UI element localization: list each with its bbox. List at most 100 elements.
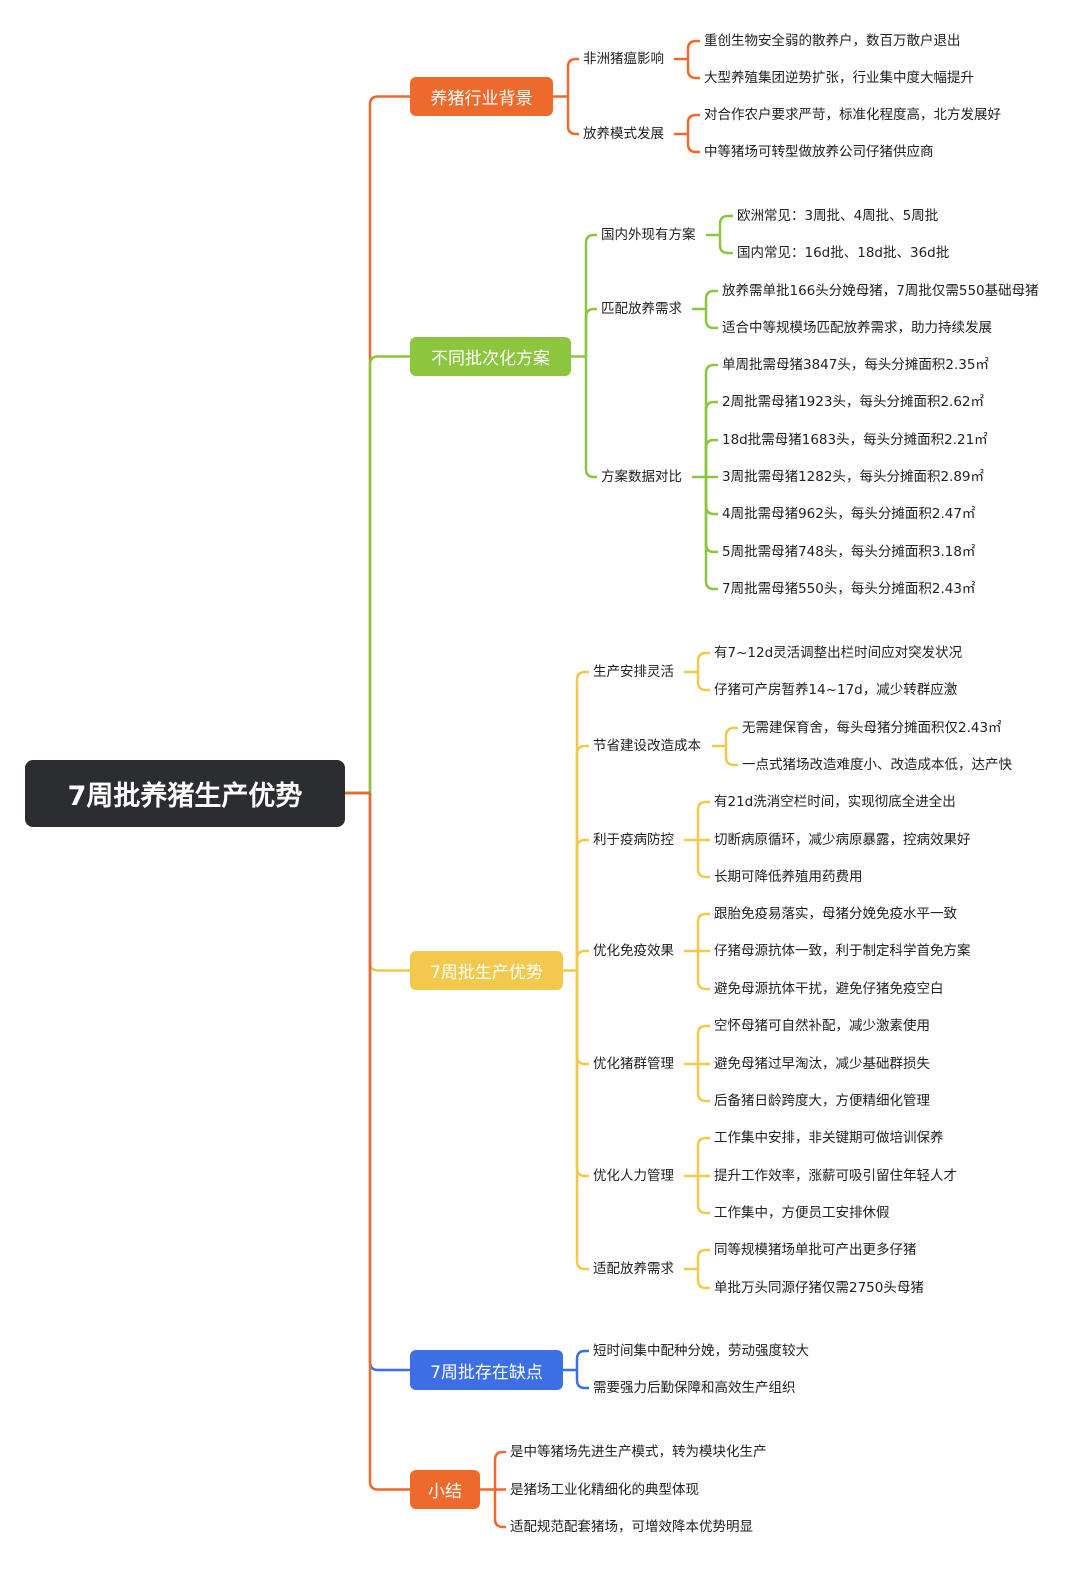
- leaf-connector: [696, 651, 710, 672]
- leaf-topic[interactable]: 空怀母猪可自然补配，减少激素使用: [714, 1018, 930, 1034]
- leaf-connector: [686, 134, 700, 154]
- subtopic-connector: [575, 1349, 589, 1370]
- main-topic[interactable]: 小结: [410, 1470, 480, 1509]
- subtopic-connector: [575, 970, 589, 1066]
- subtopic[interactable]: 是中等猪场先进生产模式，转为模块化生产: [510, 1444, 767, 1460]
- leaf-topic[interactable]: 大型养殖集团逆势扩张，行业集中度大幅提升: [704, 70, 974, 86]
- subtopic-connector: [575, 970, 589, 1178]
- subtopic[interactable]: 生产安排灵活: [593, 664, 674, 680]
- subtopic-connector: [584, 356, 597, 479]
- leaf-connector: [696, 1024, 710, 1064]
- leaf-topic[interactable]: 重创生物安全弱的散养户，数百万散户退出: [704, 33, 961, 49]
- leaf-connector: [724, 746, 738, 767]
- main-topic[interactable]: 7周批存在缺点: [410, 1350, 563, 1390]
- subtopic[interactable]: 匹配放养需求: [601, 301, 682, 317]
- subtopic-connector: [575, 970, 589, 1271]
- leaf-connector: [718, 214, 733, 235]
- subtopic-connector: [584, 307, 597, 357]
- leaf-connector: [696, 1064, 710, 1103]
- leaf-topic[interactable]: 切断病原循环，减少病原暴露，控病效果好: [714, 832, 971, 848]
- leaf-topic[interactable]: 避免母猪过早淘汰，减少基础群损失: [714, 1056, 930, 1072]
- leaf-topic[interactable]: 3周批需母猪1282头，每头分摊面积2.89㎡: [722, 469, 985, 485]
- leaf-connector: [696, 1269, 710, 1290]
- subtopic-connector: [566, 96, 579, 136]
- branch-connector: [368, 95, 410, 793]
- leaf-topic[interactable]: 4周批需母猪962头，每头分摊面积2.47㎡: [722, 506, 976, 522]
- leaf-topic[interactable]: 国内常见：16d批、18d批、36d批: [737, 245, 950, 261]
- leaf-topic[interactable]: 单周批需母猪3847头，每头分摊面积2.35㎡: [722, 357, 989, 373]
- subtopic[interactable]: 利于疫病防控: [593, 832, 674, 848]
- subtopic-connector: [575, 670, 589, 971]
- subtopic[interactable]: 短时间集中配种分娩，劳动强度较大: [593, 1343, 809, 1359]
- leaf-topic[interactable]: 仔猪可产房暂养14~17d，减少转群应激: [714, 682, 958, 698]
- leaf-connector: [696, 672, 710, 692]
- leaf-topic[interactable]: 工作集中，方便员工安排休假: [714, 1205, 890, 1221]
- leaf-connector: [704, 363, 718, 477]
- subtopic-connector: [584, 233, 597, 357]
- leaf-connector: [696, 912, 710, 951]
- subtopic[interactable]: 优化人力管理: [593, 1168, 674, 1184]
- leaf-topic[interactable]: 放养需单批166头分娩母猪，7周批仅需550基础母猪: [722, 283, 1039, 299]
- branch-connector: [368, 793, 410, 1372]
- branch-connector: [368, 355, 410, 793]
- leaf-connector: [696, 800, 710, 840]
- subtopic[interactable]: 优化免疫效果: [593, 943, 674, 959]
- subtopic[interactable]: 国内外现有方案: [601, 227, 696, 243]
- leaf-connector: [686, 113, 700, 134]
- main-topic[interactable]: 养猪行业背景: [410, 77, 553, 116]
- branch-connector: [368, 793, 410, 972]
- leaf-topic[interactable]: 后备猪日龄跨度大，方便精细化管理: [714, 1093, 930, 1109]
- leaf-connector: [686, 39, 700, 59]
- subtopic[interactable]: 放养模式发展: [583, 126, 664, 142]
- leaf-topic[interactable]: 无需建保育舍，每头母猪分摊面积仅2.43㎡: [742, 720, 1002, 736]
- leaf-connector: [696, 1248, 710, 1269]
- subtopic-connector: [575, 1370, 589, 1390]
- leaf-topic[interactable]: 长期可降低养殖用药费用: [714, 869, 863, 885]
- leaf-connector: [704, 477, 718, 591]
- leaf-connector: [696, 1176, 710, 1215]
- leaf-topic[interactable]: 有21d洗消空栏时间，实现彻底全进全出: [714, 794, 956, 810]
- leaf-topic[interactable]: 18d批需母猪1683头，每头分摊面积2.21㎡: [722, 432, 988, 448]
- subtopic[interactable]: 优化猪群管理: [593, 1056, 674, 1072]
- subtopic[interactable]: 适配规范配套猪场，可增效降本优势明显: [510, 1519, 753, 1535]
- leaf-topic[interactable]: 欧洲常见：3周批、4周批、5周批: [737, 208, 939, 224]
- subtopic-connector: [575, 949, 589, 971]
- leaf-connector: [704, 477, 718, 516]
- subtopic[interactable]: 适配放养需求: [593, 1261, 674, 1277]
- leaf-connector: [704, 289, 718, 309]
- main-topic[interactable]: 不同批次化方案: [410, 337, 571, 376]
- subtopic-connector: [575, 744, 589, 971]
- subtopic[interactable]: 节省建设改造成本: [593, 738, 701, 754]
- leaf-topic[interactable]: 工作集中安排，非关键期可做培训保养: [714, 1130, 944, 1146]
- leaf-topic[interactable]: 同等规模猪场单批可产出更多仔猪: [714, 1242, 917, 1258]
- leaf-topic[interactable]: 中等猪场可转型做放养公司仔猪供应商: [704, 144, 934, 160]
- leaf-connector: [696, 840, 710, 879]
- leaf-connector: [724, 726, 738, 746]
- leaf-connector: [718, 235, 733, 255]
- leaf-topic[interactable]: 适合中等规模场匹配放养需求，助力持续发展: [722, 320, 992, 336]
- leaf-topic[interactable]: 提升工作效率，涨薪可吸引留住年轻人才: [714, 1168, 957, 1184]
- leaf-topic[interactable]: 一点式猪场改造难度小、改造成本低，达产快: [742, 757, 1012, 773]
- subtopic-connector: [493, 1489, 506, 1529]
- leaf-topic[interactable]: 单批万头同源仔猪仅需2750头母猪: [714, 1280, 924, 1296]
- subtopic[interactable]: 方案数据对比: [601, 469, 682, 485]
- subtopic[interactable]: 需要强力后勤保障和高效生产组织: [593, 1380, 796, 1396]
- branch-connector: [368, 793, 410, 1491]
- leaf-connector: [696, 951, 710, 991]
- leaf-topic[interactable]: 跟胎免疫易落实，母猪分娩免疫水平一致: [714, 906, 957, 922]
- leaf-connector: [696, 1136, 710, 1176]
- leaf-topic[interactable]: 有7~12d灵活调整出栏时间应对突发状况: [714, 645, 963, 661]
- leaf-topic[interactable]: 7周批需母猪550头，每头分摊面积2.43㎡: [722, 581, 976, 597]
- leaf-connector: [686, 59, 700, 80]
- subtopic[interactable]: 非洲猪瘟影响: [583, 51, 664, 67]
- leaf-topic[interactable]: 对合作农户要求严苛，标准化程度高，北方发展好: [704, 107, 1001, 123]
- main-topic[interactable]: 7周批生产优势: [410, 951, 563, 990]
- leaf-topic[interactable]: 避免母源抗体干扰，避免仔猪免疫空白: [714, 981, 944, 997]
- root-topic[interactable]: 7周批养猪生产优势: [25, 760, 345, 827]
- subtopic[interactable]: 是猪场工业化精细化的典型体现: [510, 1482, 699, 1498]
- leaf-topic[interactable]: 2周批需母猪1923头，每头分摊面积2.62㎡: [722, 394, 985, 410]
- leaf-topic[interactable]: 仔猪母源抗体一致，利于制定科学首免方案: [714, 943, 971, 959]
- leaf-topic[interactable]: 5周批需母猪748头，每头分摊面积3.18㎡: [722, 544, 976, 560]
- subtopic-connector: [566, 57, 579, 97]
